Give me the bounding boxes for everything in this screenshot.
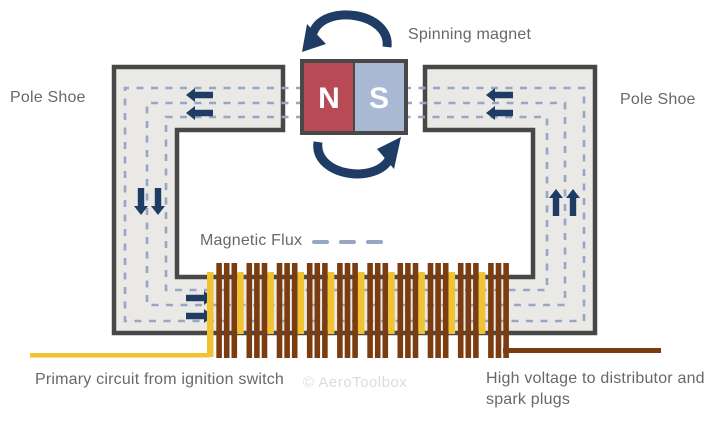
coil-secondary-bar [367,263,373,358]
coil-secondary-bar [427,263,434,358]
coil-secondary-bar [322,263,328,358]
flux-arrow-right-icon [186,309,213,323]
magnet-north-pole [304,63,354,131]
flux-arrow-left-icon [186,106,213,120]
flux-arrow-left-icon [486,106,513,120]
coil-secondary-bar [337,263,343,358]
coil-primary-bar [418,272,425,334]
flux-dash-swatch [312,239,330,244]
coil-primary-bar [327,272,335,334]
pole-shoe-right-label: Pole Shoe [620,91,696,108]
coil-secondary-bar [442,263,449,358]
primary-wire-riser [207,330,214,357]
flux-arrow-down-icon [151,188,165,215]
coil-secondary-bar [261,263,268,358]
coil-secondary-bar [352,263,358,358]
coil-secondary-bar [231,263,238,358]
flux-arrow-down-icon [134,188,148,215]
coil-secondary-bar [503,263,509,358]
coil-primary-bar [478,272,486,334]
coil-windings [207,263,509,358]
magnetic-flux-legend: Magnetic Flux [200,230,384,251]
coil-primary-bar [297,272,305,334]
coil-secondary-bar [291,263,298,358]
coil-primary-bar [388,272,395,334]
coil-secondary-bar [254,263,260,358]
primary-wire-label: Primary circuit from ignition switch [35,371,285,388]
flux-arrow-up-icon [566,189,580,216]
coil-secondary-bar [216,263,222,358]
coil-secondary-bar [314,263,321,358]
coil-secondary-bar [473,263,479,358]
coil-secondary-bar [246,263,253,358]
rotation-arrow-bottom-icon [313,137,401,179]
coil-secondary-bar [276,263,283,358]
coil-secondary-bar [397,263,404,358]
flux-dash-swatch [366,239,384,244]
coil-secondary-bar [382,263,389,358]
coil-secondary-bar [488,263,494,358]
coil-primary-bar [358,272,365,334]
flux-dash-swatch [339,239,357,244]
magnet-north-label: N [318,82,340,115]
watermark: © AeroToolbox [303,374,408,391]
coil-secondary-bar [306,263,313,358]
secondary-wire-label: High voltage to distributor and spark pl… [486,370,705,408]
coil-secondary-bar [223,263,230,358]
coil-secondary-bar [465,263,472,358]
coil-primary-bar [267,272,274,334]
rotation-arrow-top-icon [302,10,392,52]
coil-secondary-bar [405,263,411,358]
magnet-south-label: S [369,82,389,115]
primary-wire [30,353,209,358]
coil-primary-bar [237,272,244,334]
coil-secondary-bar [495,263,502,358]
magnet-south-pole [354,63,404,131]
flux-direction-arrows [134,88,580,323]
coil-secondary-bar [412,263,419,358]
flux-arrow-up-icon [549,189,563,216]
magnetic-flux-label: Magnetic Flux [200,232,303,249]
pole-shoe-left-label: Pole Shoe [10,89,86,106]
flux-arrow-left-icon [486,88,513,102]
coil-secondary-bar [457,263,464,358]
coil-primary-bar [448,272,456,334]
spinning-magnet: N S [300,59,408,135]
flux-arrow-right-icon [186,291,213,305]
secondary-wire [503,348,661,353]
coil-secondary-bar [284,263,290,358]
coil-secondary-bar [435,263,441,358]
spinning-magnet-label: Spinning magnet [408,26,532,43]
coil-secondary-bar [344,263,351,358]
coil-primary-bar [207,272,214,334]
flux-arrow-left-icon [186,88,213,102]
coil-secondary-bar [374,263,381,358]
